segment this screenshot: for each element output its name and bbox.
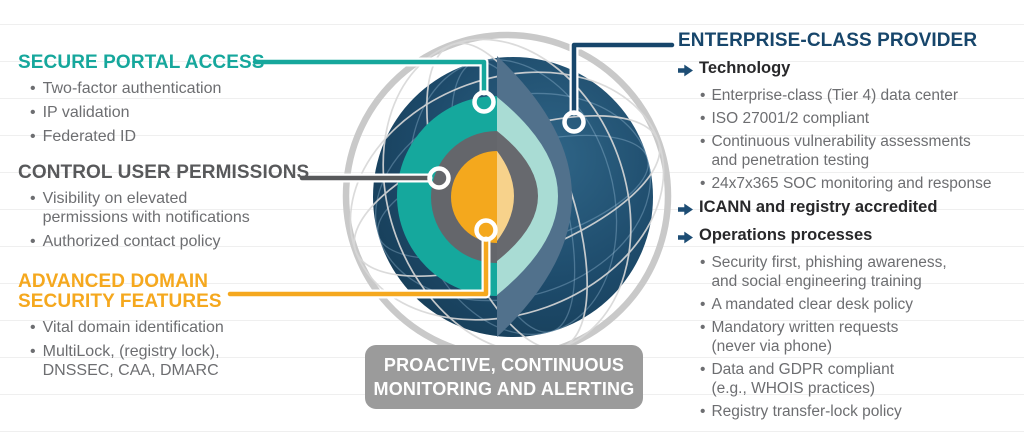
connector-provider (571, 42, 675, 114)
list-item: • MultiLock, (registry lock), DNSSEC, CA… (30, 342, 338, 380)
bullet-icon: • (30, 319, 36, 336)
list-item-text: IP validation (42, 104, 130, 121)
list-item-text: Visibility on elevated permissions with … (42, 190, 250, 226)
secure-portal-list: • Two-factor authentication • IP validat… (18, 79, 338, 146)
endpoint-teal-layer (472, 90, 496, 114)
list-item-text: Enterprise-class (Tier 4) data center (711, 87, 959, 104)
list-item: • Technology (678, 58, 1023, 83)
list-item-text: Security first, phishing awareness, and … (711, 254, 947, 290)
connector-lines (227, 42, 675, 297)
callout-control-user-permissions: CONTROL USER PERMISSIONS • Visibility on… (18, 163, 338, 251)
list-item-text: 24x7x365 SOC monitoring and response (711, 175, 992, 192)
arrow-icon (678, 62, 693, 83)
list-item-text: Mandatory written requests (never via ph… (711, 319, 899, 355)
list-item: • Registry transfer-lock policy (700, 402, 1023, 421)
list-item: • Continuous vulnerability assessments a… (700, 132, 1023, 170)
list-item-text: MultiLock, (registry lock), DNSSEC, CAA,… (42, 343, 220, 379)
bullet-icon: • (700, 110, 706, 127)
bullet-icon: • (700, 254, 706, 271)
bullet-icon: • (700, 133, 706, 150)
list-item: • Enterprise-class (Tier 4) data center (700, 86, 1023, 105)
list-item: • IP validation (30, 103, 338, 122)
list-item-text: Vital domain identification (42, 319, 224, 336)
arrow-icon (678, 201, 693, 222)
bullet-icon: • (30, 80, 36, 97)
left-callouts: SECURE PORTAL ACCESS • Two-factor authen… (18, 53, 338, 385)
cut-face-pale-yellow (497, 151, 514, 241)
list-item-text: A mandated clear desk policy (711, 296, 914, 313)
bullet-icon: • (700, 296, 706, 313)
endpoint-orange-core (474, 218, 498, 242)
list-item-text: Continuous vulnerability assessments and… (711, 133, 971, 169)
section-title-permissions: CONTROL USER PERMISSIONS (18, 162, 310, 183)
bullet-icon: • (700, 403, 706, 420)
provider-list: • Technology • Enterprise-class (Tier 4)… (678, 58, 1023, 421)
bullet-icon: • (700, 87, 706, 104)
bullet-icon: • (30, 343, 36, 360)
list-item: • Security first, phishing awareness, an… (700, 253, 1023, 291)
permissions-list: • Visibility on elevated permissions wit… (18, 189, 338, 251)
endpoint-navy-shell (562, 110, 586, 134)
bullet-icon: • (700, 319, 706, 336)
list-item: • 24x7x365 SOC monitoring and response (700, 174, 1023, 193)
connector-advanced-domain (227, 238, 489, 297)
section-title-provider: ENTERPRISE-CLASS PROVIDER (678, 30, 978, 51)
endpoint-gray-layer (427, 166, 451, 190)
list-item: • A mandated clear desk policy (700, 295, 1023, 314)
callout-secure-portal-access: SECURE PORTAL ACCESS • Two-factor authen… (18, 53, 338, 146)
connector-secure-portal (252, 59, 487, 94)
list-item-text: Two-factor authentication (42, 80, 222, 97)
list-item-text: ICANN and registry accredited (699, 198, 938, 216)
list-item: • Federated ID (30, 127, 338, 146)
cut-face-gray (497, 131, 538, 261)
bullet-icon: • (30, 233, 36, 250)
list-item: • ICANN and registry accredited (678, 197, 1023, 222)
bullet-icon: • (30, 104, 36, 121)
connector-endpoints (427, 90, 586, 242)
list-item-text: Data and GDPR compliant (e.g., WHOIS pra… (711, 361, 895, 397)
bullet-icon: • (30, 128, 36, 145)
list-item-text: ISO 27001/2 compliant (711, 110, 870, 127)
list-item: • Two-factor authentication (30, 79, 338, 98)
list-item: • Visibility on elevated permissions wit… (30, 189, 338, 227)
right-callouts: ENTERPRISE-CLASS PROVIDER • Technology •… (678, 30, 1023, 425)
section-title-advanced-domain: ADVANCED DOMAIN SECURITY FEATURES (18, 271, 222, 312)
monitoring-banner: PROACTIVE, CONTINUOUS MONITORING AND ALE… (365, 345, 643, 409)
list-item: • Mandatory written requests (never via … (700, 318, 1023, 356)
callout-advanced-domain-security: ADVANCED DOMAIN SECURITY FEATURES • Vita… (18, 272, 338, 380)
arrow-icon (678, 229, 693, 250)
list-item-text: Technology (699, 59, 791, 77)
bullet-icon: • (30, 190, 36, 207)
section-title-secure-portal: SECURE PORTAL ACCESS (18, 52, 265, 73)
list-item-text: Federated ID (42, 128, 136, 145)
list-item-text: Operations processes (699, 226, 873, 244)
bullet-icon: • (700, 361, 706, 378)
list-item-text: Registry transfer-lock policy (711, 403, 902, 420)
list-item: • Data and GDPR compliant (e.g., WHOIS p… (700, 360, 1023, 398)
bullet-icon: • (700, 175, 706, 192)
list-item: • Authorized contact policy (30, 232, 338, 251)
banner-text: PROACTIVE, CONTINUOUS MONITORING AND ALE… (373, 355, 635, 399)
list-item: • Vital domain identification (30, 318, 338, 337)
advanced-domain-list: • Vital domain identification • MultiLoc… (18, 318, 338, 380)
list-item: • Operations processes (678, 225, 1023, 250)
list-item-text: Authorized contact policy (42, 233, 221, 250)
list-item: • ISO 27001/2 compliant (700, 109, 1023, 128)
